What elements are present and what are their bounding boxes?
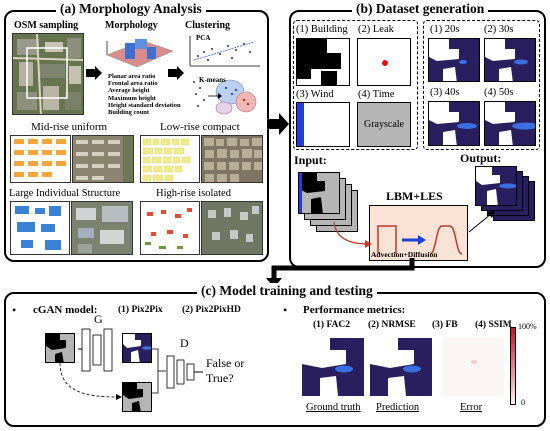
highrise-aerial bbox=[201, 201, 263, 255]
output-20s-label: (1) 20s bbox=[430, 24, 460, 35]
input-stack-layer bbox=[298, 172, 340, 214]
midrise-aerial bbox=[72, 135, 134, 183]
solver-label: LBM+LES bbox=[384, 189, 445, 204]
lowrise-aerial bbox=[201, 135, 263, 183]
osm-label: OSM sampling bbox=[14, 20, 79, 31]
output-30s-label: (2) 30s bbox=[484, 24, 514, 35]
process-label: Advection+Diffusion bbox=[371, 250, 438, 259]
output-50s-label: (4) 50s bbox=[484, 87, 514, 98]
outputs-group bbox=[423, 20, 540, 150]
input-time-label: (4) Time bbox=[358, 89, 395, 100]
panel-a-title: (a) Morphology Analysis bbox=[56, 1, 206, 17]
morph-metric: Maximum height bbox=[108, 94, 156, 102]
output-40s-map bbox=[428, 101, 480, 146]
output-30s-map bbox=[484, 38, 536, 82]
lbm-les-block bbox=[369, 205, 468, 261]
gen-input-image bbox=[45, 333, 75, 363]
morph-metric: Planar area ratio bbox=[108, 73, 156, 80]
leak-point bbox=[382, 60, 388, 66]
osm-aerial-image bbox=[12, 33, 84, 115]
morph-metric: Frontal area ratio bbox=[108, 80, 158, 88]
caption-prediction: Prediction bbox=[376, 402, 420, 413]
caption-error: Error bbox=[460, 402, 483, 413]
type-label-highrise: High-rise isolated bbox=[156, 188, 231, 199]
discriminator-network bbox=[165, 352, 205, 397]
model-pix2pix: (1) Pix2Pix bbox=[118, 305, 163, 315]
decision-label: False or True? bbox=[206, 356, 245, 385]
lowrise-map bbox=[140, 135, 200, 183]
panel-b-title: (b) Dataset generation bbox=[352, 1, 489, 17]
morph-metric: Average height bbox=[108, 87, 150, 95]
model-pix2pixhd: (2) Pix2PixHD bbox=[182, 305, 241, 315]
morphology-3d-diagram bbox=[103, 33, 175, 78]
output-stack-layer bbox=[475, 166, 517, 206]
type-label-midrise: Mid-rise uniform bbox=[31, 121, 108, 133]
input-leak-map bbox=[357, 38, 411, 86]
output-20s-map bbox=[428, 38, 480, 82]
arrow-solver-to-output bbox=[467, 210, 497, 241]
metric-nrmse: (2) NRMSE bbox=[368, 320, 416, 330]
metrics-label: Performance metrics: bbox=[303, 304, 406, 316]
cluster-label: Clustering bbox=[185, 20, 230, 31]
input-wind-map bbox=[296, 102, 350, 147]
gen-output-image bbox=[122, 333, 152, 363]
metric-ssim: (4) SSIM bbox=[475, 320, 512, 330]
wind-inlet-bar bbox=[297, 103, 304, 146]
pca-label: PCA bbox=[196, 34, 211, 42]
arrow-morph-to-cluster bbox=[168, 66, 184, 85]
d-label: D bbox=[180, 336, 189, 350]
panel-c-title: (c) Model training and testing bbox=[197, 283, 377, 299]
output-label: Output: bbox=[460, 151, 502, 165]
highrise-map bbox=[140, 201, 200, 255]
large-structure-map bbox=[10, 201, 70, 255]
morph-label: Morphology bbox=[105, 20, 158, 31]
time-grayscale-text: Grayscale bbox=[364, 119, 404, 130]
morph-metric: Height standard deviation bbox=[108, 101, 181, 109]
input-wind-label: (3) Wind bbox=[296, 89, 334, 100]
error-map bbox=[442, 338, 504, 396]
arrow-osm-to-morph bbox=[86, 66, 102, 85]
arrow-input-to-solver bbox=[332, 220, 372, 255]
input-building-map bbox=[296, 38, 350, 86]
discriminator-connectors bbox=[152, 345, 166, 402]
clustering-diagram bbox=[184, 32, 264, 123]
colorbar-max: 100% bbox=[518, 322, 537, 331]
input-building-label: (1) Building bbox=[296, 24, 348, 35]
large-structure-aerial bbox=[71, 201, 133, 255]
bullet-cgan: • bbox=[12, 303, 17, 317]
real-image bbox=[122, 382, 152, 412]
morph-metrics-list: Planar area ratio Frontal area ratio Ave… bbox=[108, 73, 181, 116]
colorbar-min: 0 bbox=[521, 398, 525, 407]
input-time-map: Grayscale bbox=[357, 102, 411, 147]
g-label: G bbox=[94, 312, 103, 326]
arrow-a-to-b bbox=[269, 113, 289, 140]
type-label-lowrise: Low-rise compact bbox=[160, 121, 240, 133]
bullet-metrics: • bbox=[283, 303, 288, 317]
dashed-skip-arrow bbox=[58, 362, 124, 406]
inputs-group bbox=[293, 20, 418, 150]
metric-fb: (3) FB bbox=[432, 320, 458, 330]
kmeans-label: K-means bbox=[199, 76, 226, 84]
midrise-map bbox=[10, 135, 71, 183]
output-50s-map bbox=[484, 101, 536, 146]
cgan-label: cGAN model: bbox=[33, 304, 98, 316]
caption-ground-truth: Ground truth bbox=[306, 402, 361, 413]
generator-network bbox=[78, 325, 120, 380]
ground-truth-map bbox=[302, 338, 364, 396]
output-40s-label: (3) 40s bbox=[430, 87, 460, 98]
prediction-map bbox=[370, 338, 432, 396]
input-leak-label: (2) Leak bbox=[358, 24, 394, 35]
morph-metric: Building count bbox=[108, 109, 150, 117]
type-label-large: Large Individual Structure bbox=[9, 188, 121, 199]
input-label: Input: bbox=[294, 153, 327, 167]
metric-fac2: (1) FAC2 bbox=[313, 320, 351, 330]
error-colorbar bbox=[510, 327, 516, 405]
